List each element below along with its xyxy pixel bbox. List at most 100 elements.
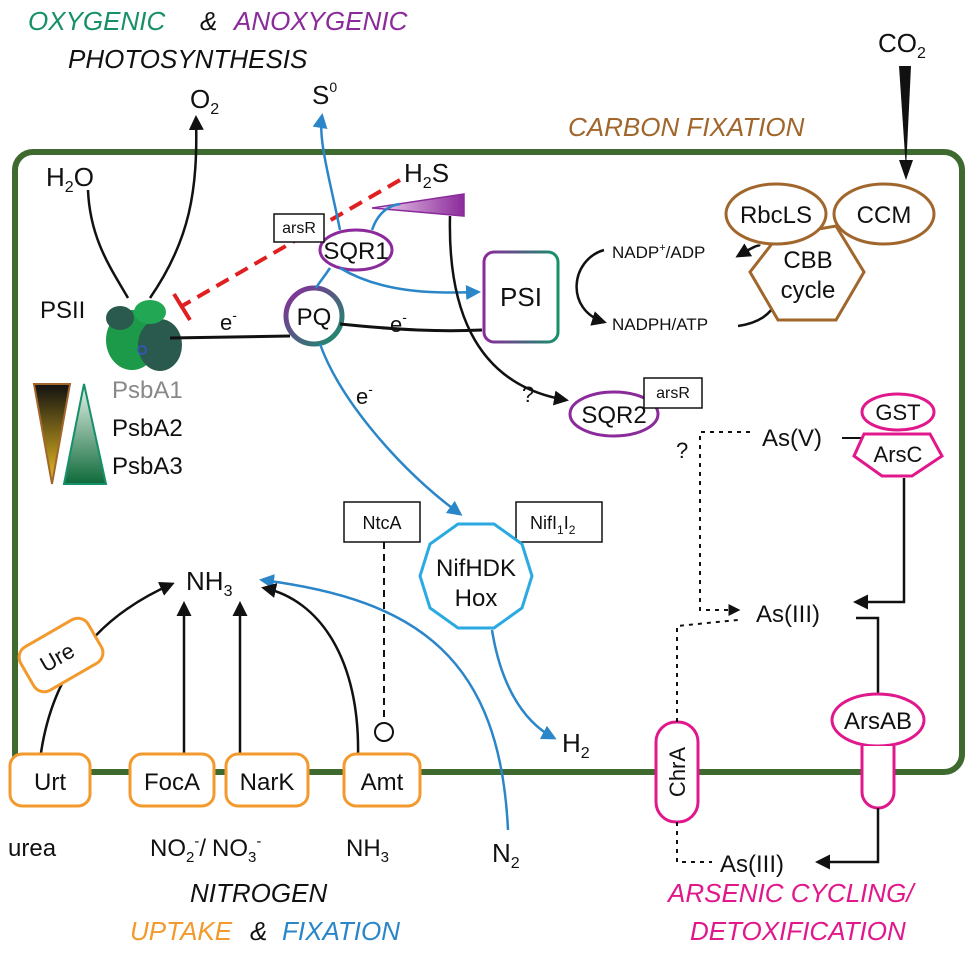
nadp-label: NADP+/ADP [612, 242, 705, 262]
nadp-to-nadph-arrow [575, 248, 607, 326]
nark-node [224, 752, 310, 808]
arsab-label: ArsAB [844, 708, 912, 735]
h2s-inhibition-line [180, 178, 402, 308]
nifhdk-hox-node [418, 522, 534, 630]
cbb-label-2: cycle [781, 277, 836, 304]
ntca-label: NtcA [362, 513, 401, 533]
amt-label: Amt [361, 769, 404, 796]
urea-label: urea [8, 835, 57, 862]
title-photo-line2: PHOTOSYNTHESIS [68, 44, 308, 74]
arsc-to-as3-arrow [853, 478, 906, 610]
amt-to-nh3-arrow [261, 583, 360, 757]
nifi-box [515, 501, 603, 543]
sqr2-label: SQR2 [581, 402, 646, 429]
arsc-label: ArsC [874, 442, 923, 467]
h2o-to-psii-line [86, 189, 130, 299]
as5-label: As(V) [762, 425, 822, 452]
psii-label: PSII [40, 297, 85, 324]
question-1: ? [522, 382, 534, 407]
inhibition-bar [172, 292, 192, 322]
title-photo-oxygenic: OXYGENIC [28, 6, 165, 36]
sqr1-to-psi-arrow [339, 266, 481, 300]
cbb-label-1: CBB [783, 247, 832, 274]
psii-to-pq-line [169, 334, 291, 340]
e-label-3: e- [356, 381, 373, 409]
urt-node [8, 752, 92, 808]
foca-node [128, 752, 216, 808]
psii-complex-icon [106, 300, 182, 371]
title-nitrogen-uptake: UPTAKE [130, 916, 233, 946]
nadph-label: NADPH/ATP [612, 315, 708, 334]
question-2: ? [676, 438, 688, 463]
psii-to-o2-arrow [148, 115, 204, 299]
arsab-to-as3-out-arrow [815, 808, 880, 870]
h2o-label: H2O [46, 162, 94, 196]
nark-label: NarK [240, 769, 295, 796]
psba3-label: PsbA3 [112, 453, 183, 480]
amt-node [342, 752, 422, 808]
as5-to-as3-dotted-arrow [699, 431, 750, 616]
title-carbon-fixation: CARBON FIXATION [568, 112, 805, 142]
ntca-regulation-end [374, 722, 394, 742]
ccm-node [832, 182, 936, 246]
nifhdk-label: NifHDK [436, 555, 516, 582]
h2s-to-sqr2-arrow [448, 215, 569, 406]
nifhdk-to-h2-arrow [490, 629, 557, 740]
h2-label: H2 [562, 728, 590, 762]
cbb-cycle-hexagon [748, 224, 866, 322]
psba-decrease-triangle-icon [32, 383, 72, 485]
title-photo-amp: & [200, 6, 217, 36]
pq-label: PQ [297, 304, 332, 331]
urt-label: Urt [34, 769, 66, 796]
cbb-to-nadp-arrow [735, 243, 761, 258]
co2-wedge [899, 66, 911, 170]
h2s-gradient-icon [371, 193, 465, 217]
ccm-label: CCM [857, 202, 912, 229]
title-nitrogen-amp: & [250, 916, 267, 946]
arsr1-box [273, 213, 325, 243]
foca-label: FocA [144, 769, 200, 796]
sqr1-node [318, 228, 394, 272]
arsr2-label: arsR [656, 385, 690, 402]
gst-node [860, 392, 936, 432]
title-nitrogen: NITROGEN [190, 878, 327, 908]
nh3-label: NH3 [186, 566, 233, 600]
title-arsenic-line1: ARSENIC CYCLING/ [666, 878, 916, 908]
chra-to-as3-dotted [676, 619, 739, 722]
pq-to-nifhdk-arrow [318, 343, 463, 516]
sqr1-label: SQR1 [323, 238, 388, 265]
arsc-node [852, 432, 944, 478]
sqr2-node [568, 390, 660, 438]
rbcls-label: RbcLS [740, 202, 812, 229]
arsr2-box [643, 377, 703, 409]
gst-label: GST [875, 400, 920, 425]
h2s-to-sqr1-line [370, 202, 401, 231]
psi-node [482, 250, 560, 344]
chra-label: ChrA [665, 747, 690, 797]
nh3-out-label: NH3 [346, 835, 389, 866]
arsab-channel [860, 746, 896, 810]
n2-to-nh3-arrow [259, 574, 510, 831]
sqr1-to-pq-line [314, 267, 332, 289]
no2-no3-label: NO2-/NO3- [150, 833, 261, 866]
co2-label: CO2 [878, 28, 926, 62]
n2-label: N2 [492, 838, 520, 872]
sqr1-to-s0-arrow [312, 113, 342, 231]
e-label-2: e- [390, 309, 407, 337]
pq-to-psi-line [339, 322, 483, 333]
e-label-1: e- [220, 307, 237, 335]
s0-label: S0 [312, 79, 337, 110]
arsr1-label: arsR [282, 220, 316, 237]
hox-label: Hox [455, 585, 498, 612]
title-nitrogen-fixation: FIXATION [282, 916, 400, 946]
o2-label: O2 [190, 84, 219, 118]
ntca-box [343, 501, 421, 543]
nifi-label: NifI1I2 [530, 513, 576, 537]
pq-node [283, 285, 345, 347]
title-photo-anoxygenic: ANOXYGENIC [232, 6, 408, 36]
chra-to-as3-out-dotted [676, 822, 712, 863]
h2s-label: H2S [404, 158, 449, 192]
cell-membrane [12, 149, 965, 775]
